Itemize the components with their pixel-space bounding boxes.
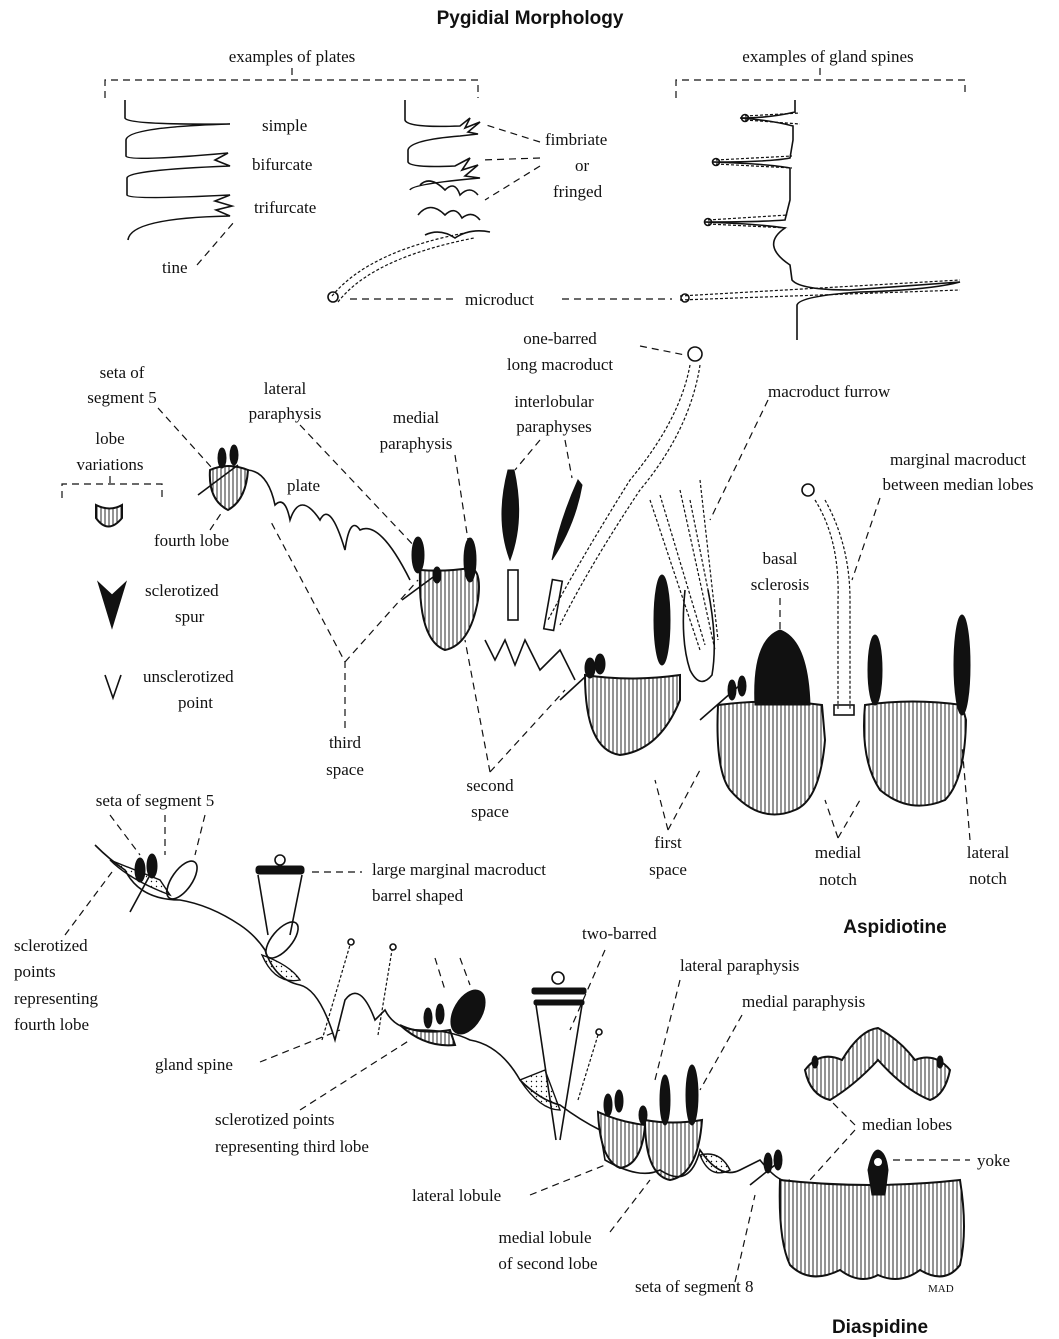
label-third-space: space — [326, 760, 364, 779]
label-one-barred: one-barred — [523, 329, 597, 348]
label-segment-5: segment 5 — [87, 388, 156, 407]
label-lateral-lobule: lateral lobule — [412, 1186, 501, 1205]
label-interlobular: interlobular — [514, 392, 594, 411]
label-median-lobes: median lobes — [862, 1115, 952, 1134]
label-second-space: space — [471, 802, 509, 821]
label-marginal-macroduct: marginal macroduct — [890, 450, 1026, 469]
fimbriate-plate — [405, 100, 480, 190]
diaspidine-label: Diaspidine — [832, 1317, 928, 1338]
label-spur: spur — [175, 607, 205, 626]
label-medial-paraphysis-d: medial paraphysis — [742, 992, 865, 1011]
gland-spines-header: examples of gland spines — [742, 47, 913, 66]
label-fringed: fringed — [553, 182, 603, 201]
label-third: third — [329, 733, 362, 752]
label-point: point — [178, 693, 213, 712]
sclerotized-spur — [98, 582, 126, 628]
label-unsclerotized: unsclerotized — [143, 667, 234, 686]
basal-sclerosis — [755, 630, 810, 705]
label-medial-notch-2: notch — [819, 870, 857, 889]
label-seta-seg5-d: seta of segment 5 — [96, 791, 215, 810]
aspidiotine-label: Aspidiotine — [843, 917, 946, 938]
aspidiotine-section: lobe variations sclerotized spur unscler… — [62, 329, 1034, 938]
label-medial-paraphysis: paraphysis — [380, 434, 453, 453]
label-first: first — [654, 833, 682, 852]
gland-spines-panel: examples of gland spines — [676, 47, 965, 340]
label-second: second — [466, 776, 514, 795]
label-variations: variations — [76, 455, 143, 474]
medial-lobule — [645, 1120, 702, 1180]
label-interlobular-paraphyses: paraphyses — [516, 417, 592, 436]
bifurcate-plate — [126, 140, 230, 178]
median-lobe — [718, 702, 826, 815]
label-barrel-shaped: barrel shaped — [372, 886, 464, 905]
interlobular-paraphysis — [502, 470, 519, 560]
label-yoke: yoke — [977, 1151, 1010, 1170]
signature: MAD — [928, 1283, 954, 1295]
label-sclerotized-third-1: sclerotized points — [215, 1110, 334, 1129]
label-sclerotized-d4: fourth lobe — [14, 1015, 89, 1034]
marginal-macroduct — [815, 500, 850, 710]
label-long-macroduct: long macroduct — [507, 355, 613, 374]
label-fimbriate: fimbriate — [545, 130, 607, 149]
label-medial-notch-1: medial — [815, 843, 862, 862]
label-bifurcate: bifurcate — [252, 155, 312, 174]
label-lobe: lobe — [95, 429, 124, 448]
label-tine: tine — [162, 258, 188, 277]
label-medial-lobule-2: of second lobe — [498, 1254, 597, 1273]
lobe-variation — [96, 505, 122, 527]
simple-plate — [125, 100, 230, 140]
trifurcate-plate — [127, 178, 232, 240]
label-sclerosis: sclerosis — [751, 575, 810, 594]
label-simple: simple — [262, 116, 307, 135]
label-lateral-notch-1: lateral — [967, 843, 1010, 862]
label-sclerotized-d2: points — [14, 962, 56, 981]
plates-header: examples of plates — [229, 47, 356, 66]
microduct — [332, 232, 474, 302]
second-lobe — [585, 675, 680, 755]
label-lateral-notch-2: notch — [969, 869, 1007, 888]
label-medial-lobule-1: medial lobule — [498, 1228, 591, 1247]
unsclerotized-point — [105, 675, 121, 698]
label-gland-spine: gland spine — [155, 1055, 233, 1074]
label-two-barred: two-barred — [582, 924, 657, 943]
label-plate: plate — [287, 476, 320, 495]
label-fourth-lobe: fourth lobe — [154, 531, 229, 550]
median-lobes-detail — [805, 1028, 950, 1100]
label-lateral: lateral — [264, 379, 307, 398]
label-or: or — [575, 156, 590, 175]
plates-panel: examples of plates simple bifurcate trif… — [105, 47, 672, 309]
label-microduct: microduct — [465, 290, 534, 309]
label-macroduct-furrow: macroduct furrow — [768, 382, 891, 401]
label-basal: basal — [763, 549, 798, 568]
label-lateral-paraphysis: paraphysis — [249, 404, 322, 423]
label-sclerotized-d1: sclerotized — [14, 936, 88, 955]
label-lateral-paraphysis-d: lateral paraphysis — [680, 956, 799, 975]
label-large-marginal: large marginal macroduct — [372, 860, 546, 879]
label-medial: medial — [393, 408, 440, 427]
label-sclerotized-third-2: representing third lobe — [215, 1137, 369, 1156]
yoke — [868, 1150, 888, 1195]
label-sclerotized-d3: representing — [14, 989, 99, 1008]
label-trifurcate: trifurcate — [254, 198, 316, 217]
diaspidine-section: seta of segment 5 sclerotized points rep… — [14, 791, 1010, 1338]
label-between-median-lobes: between median lobes — [882, 475, 1033, 494]
median-lobe-right — [864, 702, 966, 806]
diagram-title: Pygidial Morphology — [437, 8, 624, 29]
label-seta-of: seta of — [100, 363, 145, 382]
label-sclerotized: sclerotized — [145, 581, 219, 600]
label-first-space: space — [649, 860, 687, 879]
